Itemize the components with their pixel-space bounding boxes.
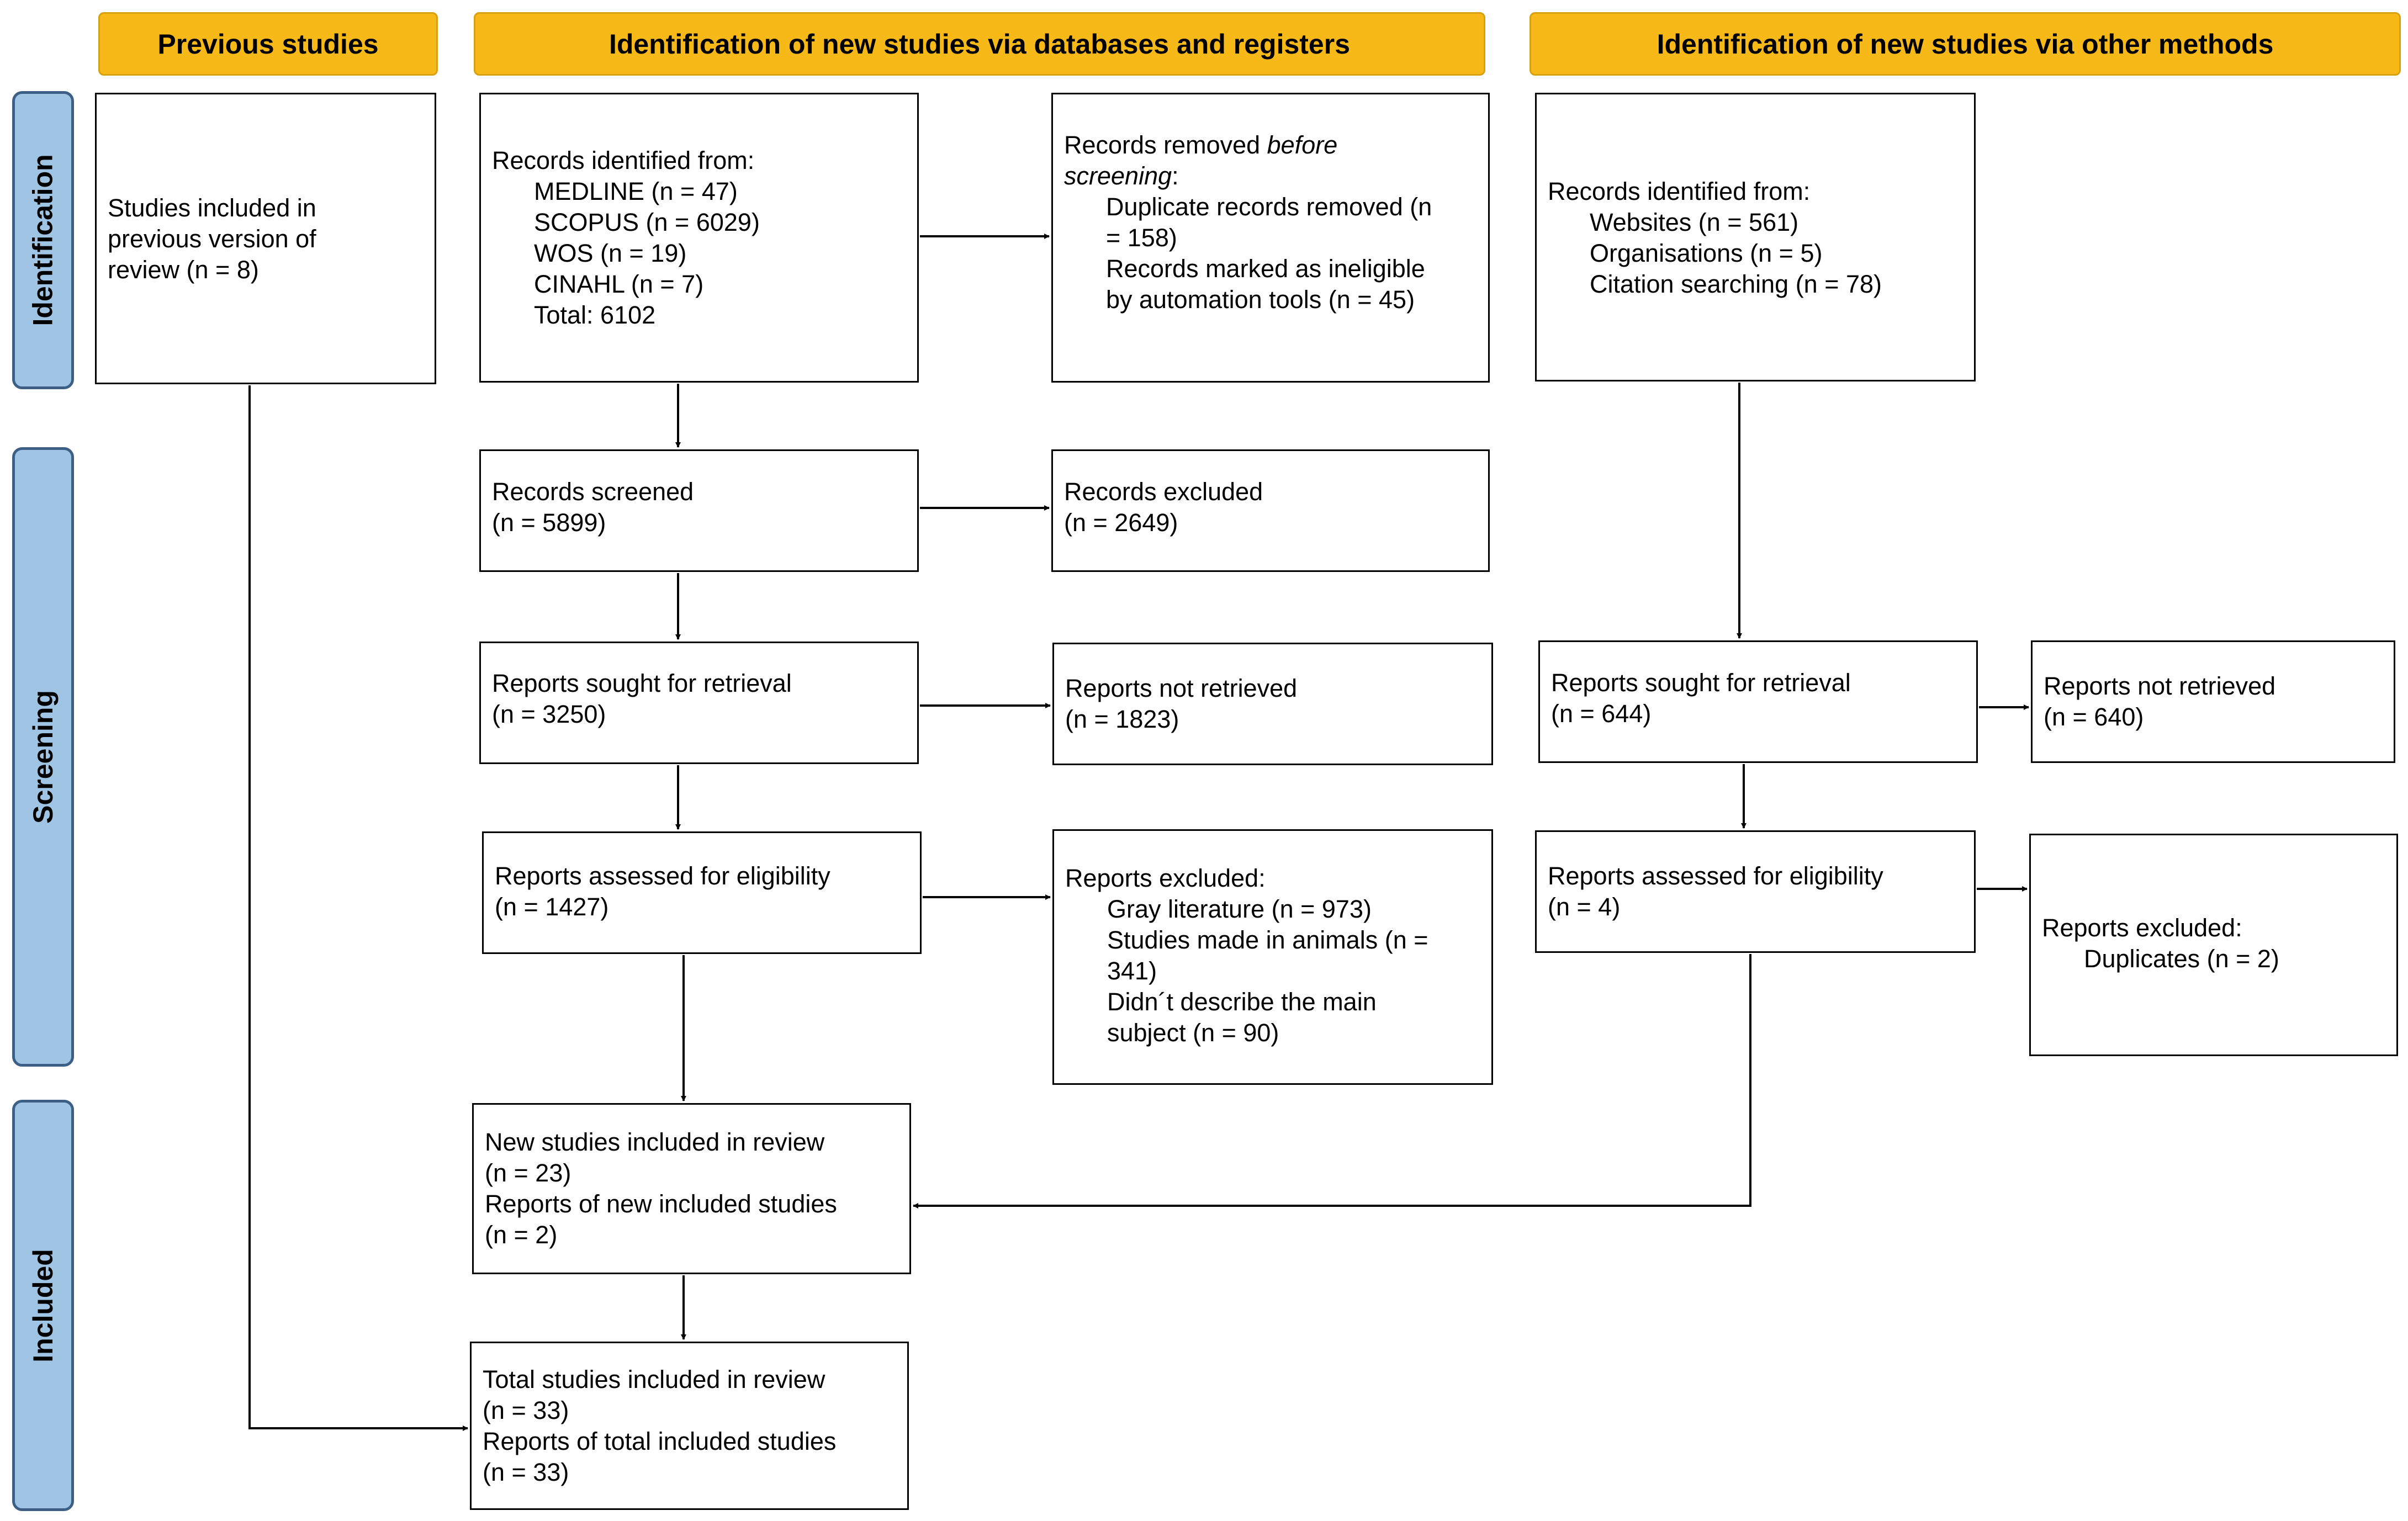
header-previous-studies: Previous studies <box>98 12 438 76</box>
other-reports-sought-box: Reports sought for retrieval (n = 644) <box>1538 640 1978 763</box>
other-reports-excluded-box: Reports excluded: Duplicates (n = 2) <box>2029 834 2398 1056</box>
phase-included: Included <box>12 1100 74 1511</box>
arrow-other-assessed-to-new-included <box>928 954 1751 1207</box>
other-records-identified-box: Records identified from: Websites (n = 5… <box>1535 93 1976 381</box>
other-reports-not-retrieved-box: Reports not retrieved (n = 640) <box>2031 640 2395 763</box>
header-other-methods: Identification of new studies via other … <box>1530 12 2401 76</box>
phase-identification: Identification <box>12 91 74 389</box>
db-reports-sought-box: Reports sought for retrieval (n = 3250) <box>479 642 919 764</box>
db-records-excluded-box: Records excluded (n = 2649) <box>1051 449 1490 572</box>
db-reports-excluded-box: Reports excluded: Gray literature (n = 9… <box>1052 829 1493 1085</box>
db-records-screened-box: Records screened (n = 5899) <box>479 449 919 572</box>
previous-studies-box: Studies included in previous version of … <box>95 93 436 384</box>
total-studies-included-box: Total studies included in review (n = 33… <box>470 1342 909 1510</box>
new-studies-included-box: New studies included in review (n = 23) … <box>472 1103 911 1274</box>
db-reports-not-retrieved-box: Reports not retrieved (n = 1823) <box>1052 643 1493 765</box>
db-records-removed-box: Records removed before screening: Duplic… <box>1051 93 1490 383</box>
other-reports-assessed-box: Reports assessed for eligibility (n = 4) <box>1535 830 1976 953</box>
arrow-previous-to-total <box>248 385 457 1429</box>
header-databases-registers: Identification of new studies via databa… <box>474 12 1485 76</box>
phase-screening: Screening <box>12 447 74 1067</box>
db-records-identified-box: Records identified from: MEDLINE (n = 47… <box>479 93 919 383</box>
db-reports-assessed-box: Reports assessed for eligibility (n = 14… <box>482 831 922 954</box>
